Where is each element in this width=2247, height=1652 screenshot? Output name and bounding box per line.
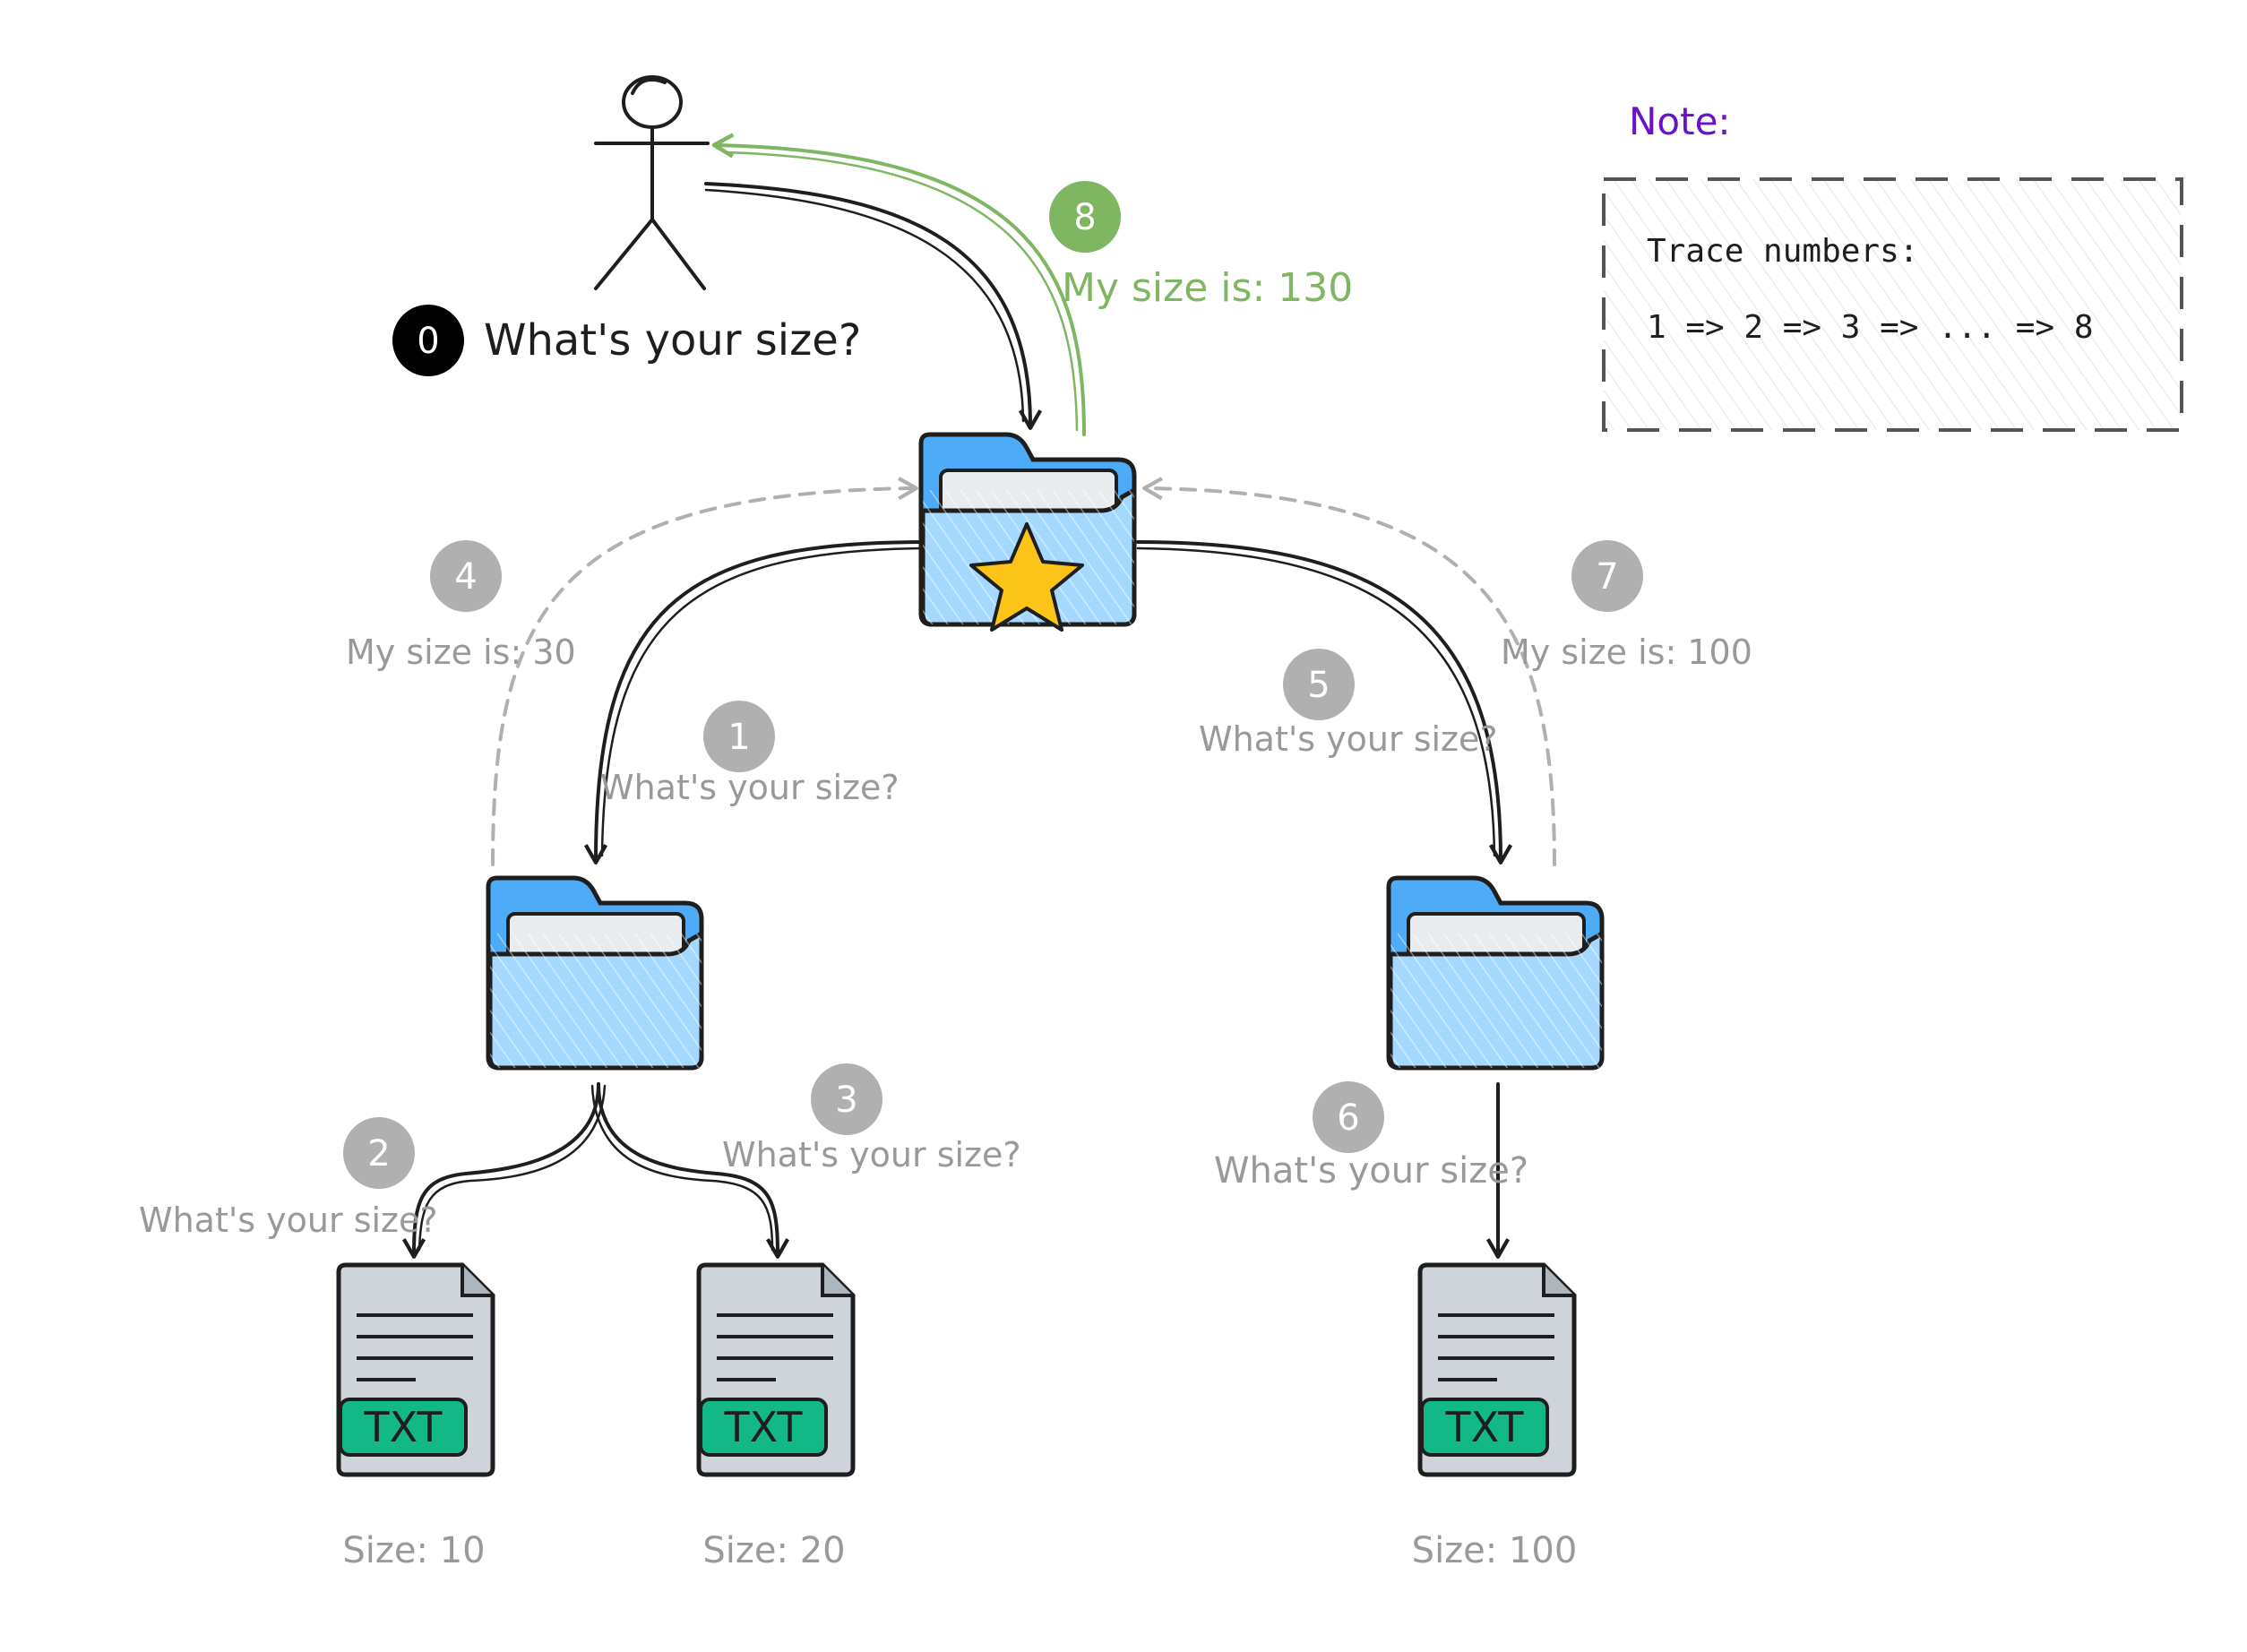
arrow-root-to-right-folder [1136,540,1513,865]
step-0-badge [392,305,464,376]
note-title: Note: [1629,99,1731,143]
arrow-root-to-user [711,133,1086,436]
step-3-number: 3 [835,1080,857,1121]
arrow-left-folder-to-file-10 [401,1082,600,1259]
step-2-badge [343,1117,415,1189]
step-6-callout: 6 What's your size? [1214,1081,1528,1192]
note-line-trace-title: Trace numbers: [1647,233,1918,270]
step-6-label: What's your size? [1214,1150,1528,1192]
file-20-icon: TXT [696,1262,856,1477]
step-8-badge [1049,181,1121,253]
txt-badge [699,1398,828,1457]
txt-badge [1420,1398,1549,1457]
step-2-number: 2 [367,1133,390,1174]
step-0-label: What's your size? [484,315,861,366]
note-panel: Note: Trace numbers: 1 => 2 => 3 => ... … [1602,99,2183,432]
arrow-right-folder-to-root [1142,477,1556,866]
note-line-trace-sequence: 1 => 2 => 3 => ... => 8 [1647,309,2094,346]
step-7-badge [1571,540,1643,612]
file-100-icon: TXT [1417,1262,1577,1477]
arrow-user-to-root [704,182,1043,430]
step-0-number: 0 [417,321,439,362]
step-2-callout: 2 What's your size? [139,1117,438,1240]
file-100-size-label: Size: 100 [1412,1530,1578,1571]
left-folder-icon [486,875,704,1071]
file-100-badge-label: TXT [1445,1403,1525,1451]
file-10-size-label: Size: 10 [342,1530,485,1571]
step-5-callout: 5 What's your size? [1199,649,1498,759]
step-7-callout: 7 My size is: 100 [1501,540,1752,672]
step-3-callout: 3 What's your size? [722,1063,1021,1174]
arrows-layer [401,133,1556,1259]
step-1-badge [703,701,775,772]
right-folder-icon [1386,875,1605,1071]
note-box-fill [1604,179,2182,430]
step-5-number: 5 [1307,665,1330,706]
user-stick-figure-icon [594,75,710,290]
arrow-root-to-left-folder [583,540,925,865]
step-1-label: What's your size? [600,768,900,807]
file-20-size-label: Size: 20 [702,1530,845,1571]
step-2-label: What's your size? [139,1200,438,1240]
step-5-badge [1283,649,1355,720]
step-7-number: 7 [1596,556,1618,598]
step-8-callout: 8 My size is: 130 [1049,181,1353,311]
step-3-badge [811,1063,882,1135]
arrow-left-folder-to-root [491,477,918,866]
step-1-number: 1 [727,717,750,758]
step-1-callout: 1 What's your size? [600,701,900,807]
file-10-icon: TXT [336,1262,495,1477]
file-20-badge-label: TXT [724,1403,804,1451]
step-6-number: 6 [1337,1097,1359,1139]
step-3-label: What's your size? [722,1135,1021,1174]
step-4-callout: 4 My size is: 30 [346,540,576,672]
step-4-badge [430,540,502,612]
step-4-number: 4 [454,556,477,598]
step-6-badge [1313,1081,1384,1153]
file-10-badge-label: TXT [364,1403,443,1451]
star-icon [969,522,1084,632]
step-8-number: 8 [1073,197,1096,238]
step-7-label: My size is: 100 [1501,632,1752,672]
step-4-label: My size is: 30 [346,632,576,672]
root-folder-icon [918,432,1137,632]
step-5-label: What's your size? [1199,719,1498,759]
step-8-label: My size is: 130 [1062,265,1353,311]
step-0-callout: 0 What's your size? [392,305,861,376]
txt-badge [339,1398,468,1457]
arrow-left-folder-to-file-20 [597,1082,790,1259]
note-box-border [1602,177,2183,432]
